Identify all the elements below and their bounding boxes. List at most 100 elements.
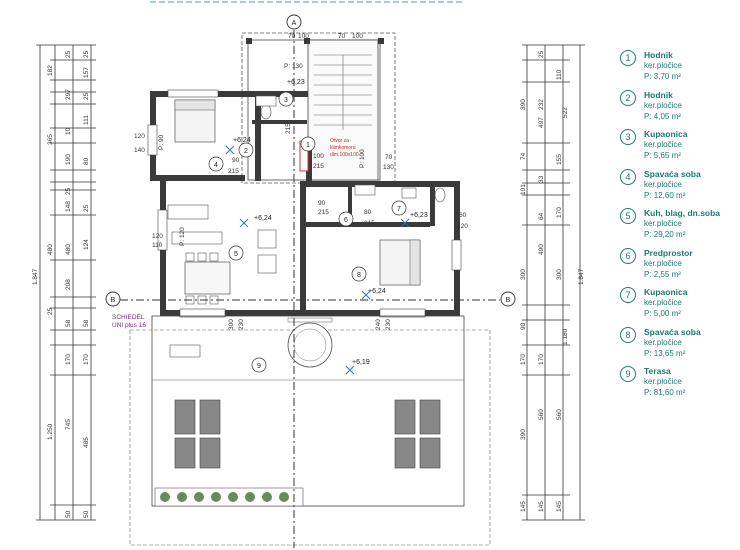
room-dim: 120 [134,133,145,140]
legend-number: 7 [620,287,636,303]
left-dim: 25 [83,204,90,212]
legend-area: P: 4,05 m² [644,111,681,121]
legend-material: ker.pločice [644,219,682,228]
right-dim: 145 [538,501,545,512]
ac-note-3: dim.100x100 [330,152,359,158]
legend-material: ker.pločice [644,100,682,110]
right-dim: 145 [520,501,527,512]
room-dim: 120 [457,223,468,230]
right-dim: 390 [520,429,527,440]
windows [147,89,462,318]
right-dim: 64 [538,212,545,220]
right-dim: 232 [538,99,545,110]
room-dim: 240 [375,319,382,330]
left-dim: 480 [65,244,72,255]
axis-b-right-marker [500,291,516,307]
sink-icon [401,187,417,199]
legend-room-name: Hodnik [644,50,673,60]
legend-item: 3 Kupaonica ker.pločice P: 5,65 m² [620,125,740,165]
right-dim: 300 [556,269,563,280]
left-dimension-chains: 1.847 182 365 480 25 1.250 25 297 190 10… [32,44,96,521]
legend-material: ker.pločice [644,298,682,307]
right-dim: 300 [520,269,527,280]
right-dim: 33 [538,175,545,183]
legend-number: 6 [620,247,636,264]
right-dim: 560 [538,409,545,420]
left-dim: 58 [65,319,72,327]
legend-area: P: 2,55 m² [644,269,681,279]
left-dim: 170 [65,354,72,365]
stair-block [241,32,396,184]
room-dim: 70 [288,33,296,40]
level-mark: +6,23 [410,212,428,219]
level-mark: +6,24 [254,215,272,222]
legend-material: ker.pločice [644,140,682,149]
room-dim: 215 [318,209,329,216]
room-dim: P: 130 [284,63,303,70]
room-marker-1: 1 [306,142,310,149]
level-mark: +6,24 [233,137,251,144]
left-dim: 182 [47,65,54,76]
legend-number: 5 [620,208,636,224]
right-dim: 490 [538,244,545,255]
right-dimension-chains: 1.847 390 497 522 1.180 560 560 25 110 2… [520,44,585,521]
left-outer-dim: 1.847 [32,268,39,285]
legend-area: P: 3,70 m² [644,72,681,81]
legend-item: 7 Kupaonica ker.pločice P: 5,00 m² [620,283,740,323]
legend-room-name: Terasa [644,366,671,376]
left-dim: 111 [83,115,90,125]
legend-room-name: Hodnik [644,89,673,100]
chimney-label-2: UNI plus 16 [112,322,146,329]
room-dimensions: P: 130 P: 90 120 140 90 215 215 P: 120 1… [134,33,468,330]
left-dim: 745 [65,419,72,430]
terrace [129,315,491,546]
room-legend: 1 Hodnik ker.pločice P: 3,70 m² 2 Hodnik… [620,46,740,402]
dining-table [184,261,231,295]
room-marker-6: 6 [344,217,348,224]
legend-room-name: Kupaonica [644,287,688,297]
left-dim: 148 [65,201,72,212]
legend-material: ker.pločice [644,258,682,268]
right-dim: 101 [520,184,527,195]
axis-lines: A B B [105,14,516,548]
left-dim: 480 [47,244,54,255]
right-dim: 390 [520,99,527,110]
level-mark: +6,19 [352,359,370,366]
legend-area: P: 81,60 m² [644,388,686,397]
legend-number: 3 [620,129,636,145]
room-dim: P: 90 [158,134,165,150]
room-marker-2: 2 [244,148,248,155]
room-dim: 60 [459,212,467,219]
legend-area: P: 5,00 m² [644,309,681,318]
legend-room-name: Kuh, blag, dn.soba [644,208,721,218]
room-dim: 230 [238,319,245,330]
room-dim: 120 [152,233,163,240]
room-dim: 110 [152,242,163,249]
ac-note-1: Otvor za [330,138,349,144]
legend-area: P: 12,60 m² [644,190,686,200]
legend-room-name: Predprostor [644,247,693,258]
legend-number: 9 [620,366,636,382]
room-dim: 215 [313,163,324,170]
legend-area: P: 5,65 m² [644,151,681,160]
right-dim: 25 [538,50,545,58]
legend-number: 1 [620,50,636,66]
right-dim: 170 [520,354,527,365]
toilet-icon [434,187,446,203]
left-dim: 25 [65,187,72,195]
right-dim: 155 [556,154,563,165]
legend-item: 4 Spavaća soba ker.pločice P: 12,60 m² [620,165,740,205]
left-dim: 50 [83,510,90,518]
left-dim: 25 [83,50,90,58]
axis-b-left-marker [105,291,121,307]
legend-room-name: Spavaća soba [644,168,701,179]
left-dim: 297 [65,89,72,100]
room-dim: 90 [232,157,240,164]
legend-room-name: Spavaća soba [644,326,701,337]
room-marker-3: 3 [284,97,288,104]
legend-area: P: 29,20 m² [644,230,686,239]
right-dim: 497 [538,117,545,128]
room-dim: 80 [364,209,372,216]
axis-b-left-label: B [111,297,116,304]
legend-item: 1 Hodnik ker.pločice P: 3,70 m² [620,46,740,86]
